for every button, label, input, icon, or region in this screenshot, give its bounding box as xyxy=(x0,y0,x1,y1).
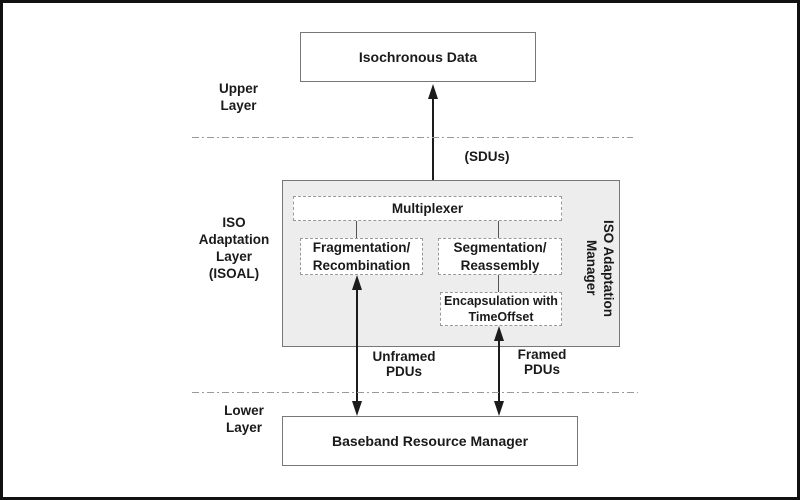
upper-boundary-line xyxy=(192,137,633,138)
isoal-layer-label: ISO Adaptation Layer (ISOAL) xyxy=(198,215,270,281)
lower-layer-label: Lower Layer xyxy=(224,403,264,435)
unframed-pdu-arrow-shaft xyxy=(356,288,358,404)
segmentation-reassembly-box: Segmentation/ Reassembly xyxy=(438,238,562,275)
unframed-pdu-arrow-head-down xyxy=(351,401,362,416)
iso-adaptation-manager-label: ISO Adaptation Manager xyxy=(584,219,616,317)
unframed-pdu-arrow-head-up xyxy=(351,275,362,290)
encapsulation-timeoffset-box: Encapsulation with TimeOffset xyxy=(440,292,562,326)
framed-pdu-arrow-head-up xyxy=(493,326,504,341)
upper-layer-label: Upper Layer xyxy=(218,81,258,113)
framed-pdus-label: Framed PDUs xyxy=(517,347,567,377)
lower-boundary-line xyxy=(192,392,638,393)
multiplexer-box: Multiplexer xyxy=(293,196,562,221)
connector-segmentation-encapsulation xyxy=(498,275,499,292)
unframed-pdus-label: Unframed PDUs xyxy=(372,349,436,379)
baseband-resource-manager-box: Baseband Resource Manager xyxy=(282,416,578,466)
sdus-label: (SDUs) xyxy=(464,149,510,164)
framed-pdu-arrow-head-down xyxy=(493,401,504,416)
framed-pdu-arrow-shaft xyxy=(498,339,500,404)
sdu-arrow-head-up xyxy=(427,84,438,99)
fragmentation-recombination-box: Fragmentation/ Recombination xyxy=(300,238,423,275)
sdu-arrow-shaft xyxy=(432,97,434,185)
isochronous-data-box: Isochronous Data xyxy=(300,32,536,82)
connector-mux-fragmentation xyxy=(356,221,357,238)
connector-mux-segmentation xyxy=(498,221,499,238)
